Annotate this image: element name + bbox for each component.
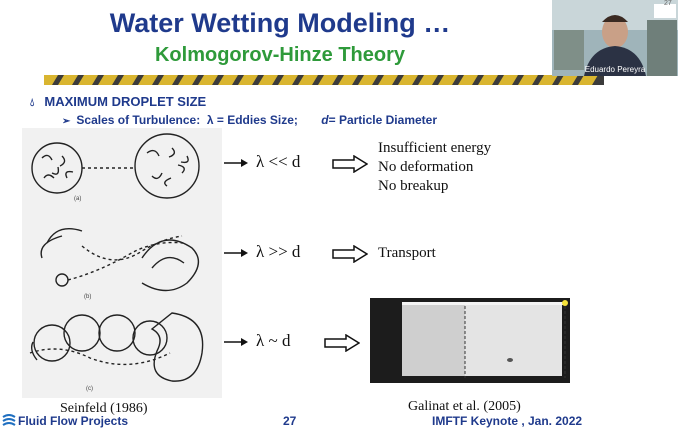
footer-event: IMFTF Keynote , Jan. 2022 <box>432 414 583 428</box>
slide-subtitle: Kolmogorov-Hinze Theory <box>154 44 405 66</box>
outline-implies-arrow-icon <box>324 334 360 352</box>
desc-row-1: Insufficient energy No deformation No br… <box>378 139 491 196</box>
bullet-max-droplet-size: 💧︎ MAXIMUM DROPLET SIZE <box>30 94 206 110</box>
arrowhead-bullet-icon: ➢ <box>62 116 71 127</box>
right-arrow-icon <box>224 338 248 346</box>
sub-bullet-prefix: Scales of Turbulence: <box>76 113 201 127</box>
citation-galinat: Galinat et al. (2005) <box>408 399 521 414</box>
webcam-participant-name: Eduardo Pereyra <box>584 65 646 74</box>
droplet-experiment-photo <box>370 298 570 383</box>
svg-text:(b): (b) <box>84 294 91 300</box>
bullet-text: MAXIMUM DROPLET SIZE <box>44 94 207 109</box>
expr-lambda-much-less-d: λ << d <box>256 152 301 171</box>
sub-bullet-scales: ➢Scales of Turbulence: λ = Eddies Size; … <box>62 113 437 127</box>
eddy-droplet-sketch: (a) (b) (c) <box>22 128 222 398</box>
outline-implies-arrow-icon <box>332 245 368 263</box>
droplet-bullet-icon: 💧︎ <box>30 97 35 109</box>
corner-page-number: 27 <box>664 0 672 7</box>
sub-bullet-d-text: = Particle Diameter <box>328 113 438 127</box>
expr-lambda-much-greater-d: λ >> d <box>256 242 301 261</box>
svg-text:(c): (c) <box>86 386 93 392</box>
sub-bullet-d-symbol: d <box>321 113 329 127</box>
footer-page-number: 27 <box>283 414 297 428</box>
desc-insufficient-energy: Insufficient energy <box>378 140 492 156</box>
footer-brand: Fluid Flow Projects <box>18 414 129 428</box>
webcam-video-feed: Eduardo Pereyra <box>552 0 678 76</box>
desc-transport: Transport <box>378 245 436 261</box>
sub-bullet-lambda: λ = Eddies Size; <box>206 113 298 127</box>
right-arrow-icon <box>224 159 248 167</box>
svg-text:(a): (a) <box>74 196 81 202</box>
outline-implies-arrow-icon <box>332 155 368 173</box>
webcam-scene <box>552 0 678 76</box>
fluid-flow-logo-icon <box>2 414 16 426</box>
slide-title: Water Wetting Modeling … <box>109 8 451 38</box>
desc-no-breakup: No breakup <box>378 178 449 194</box>
expr-lambda-similar-d: λ ~ d <box>256 331 291 350</box>
decorative-chain-divider <box>44 75 604 85</box>
citation-seinfeld: Seinfeld (1986) <box>60 401 148 416</box>
desc-no-deformation: No deformation <box>378 159 474 175</box>
right-arrow-icon <box>224 249 248 257</box>
